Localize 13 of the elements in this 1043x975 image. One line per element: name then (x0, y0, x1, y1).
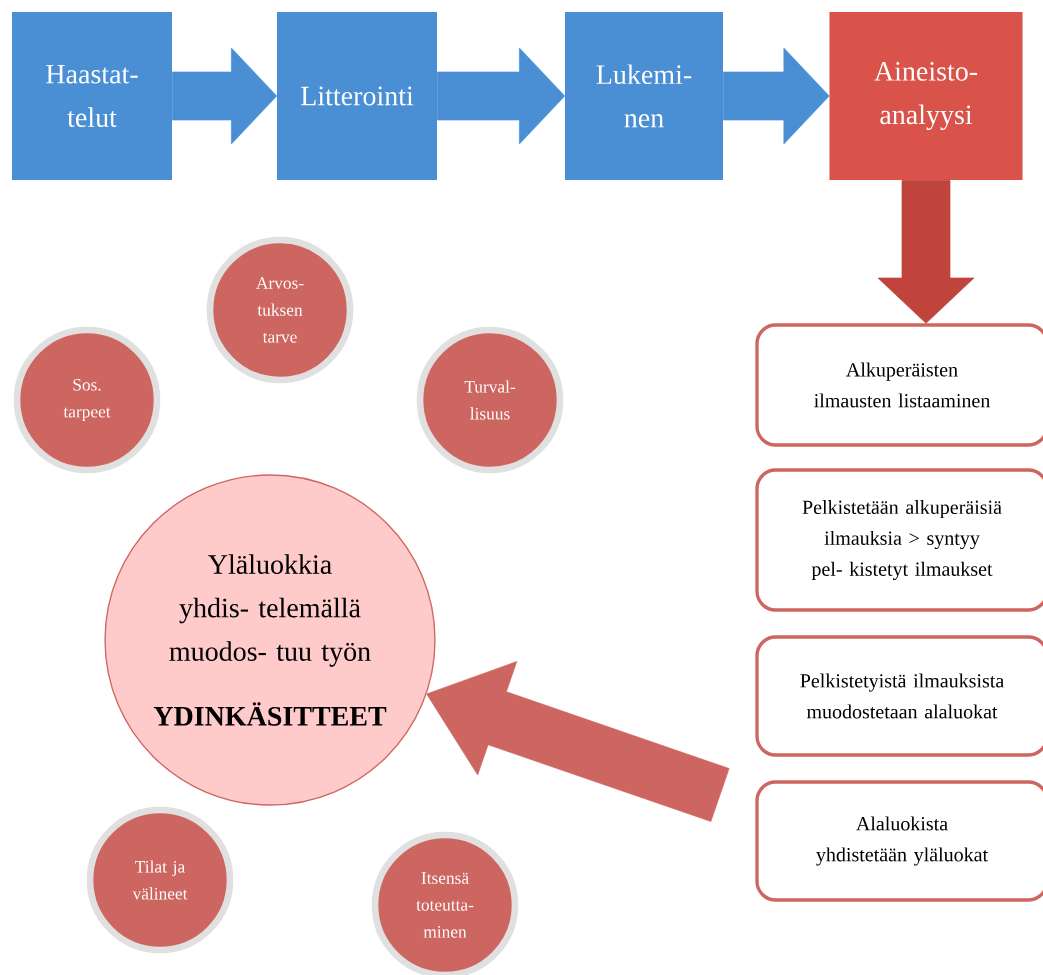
step-box: Haastat- telut (12, 12, 172, 180)
step-box: Aineisto- analyysi (829, 12, 1023, 180)
arrow (171, 47, 278, 145)
step-description-box: Pelkistetään alkuperäisiä ilmauksia > syntyy pel- kistetyt ilmaukset (755, 468, 1043, 612)
arrow (722, 47, 830, 145)
step-box: Litterointi (277, 12, 437, 180)
arrow (426, 661, 730, 822)
arrow (877, 179, 975, 324)
step-box: Lukemi- nen (565, 12, 723, 180)
step-description-box: Pelkistetyistä ilmauksista muodostetaan alaluokat (755, 635, 1043, 757)
step-description-box: Alkuperäisten ilmausten listaaminen (755, 323, 1043, 447)
arrow (436, 47, 566, 145)
step-description-box: Alaluokista yhdistetään yläluokat (755, 780, 1043, 902)
